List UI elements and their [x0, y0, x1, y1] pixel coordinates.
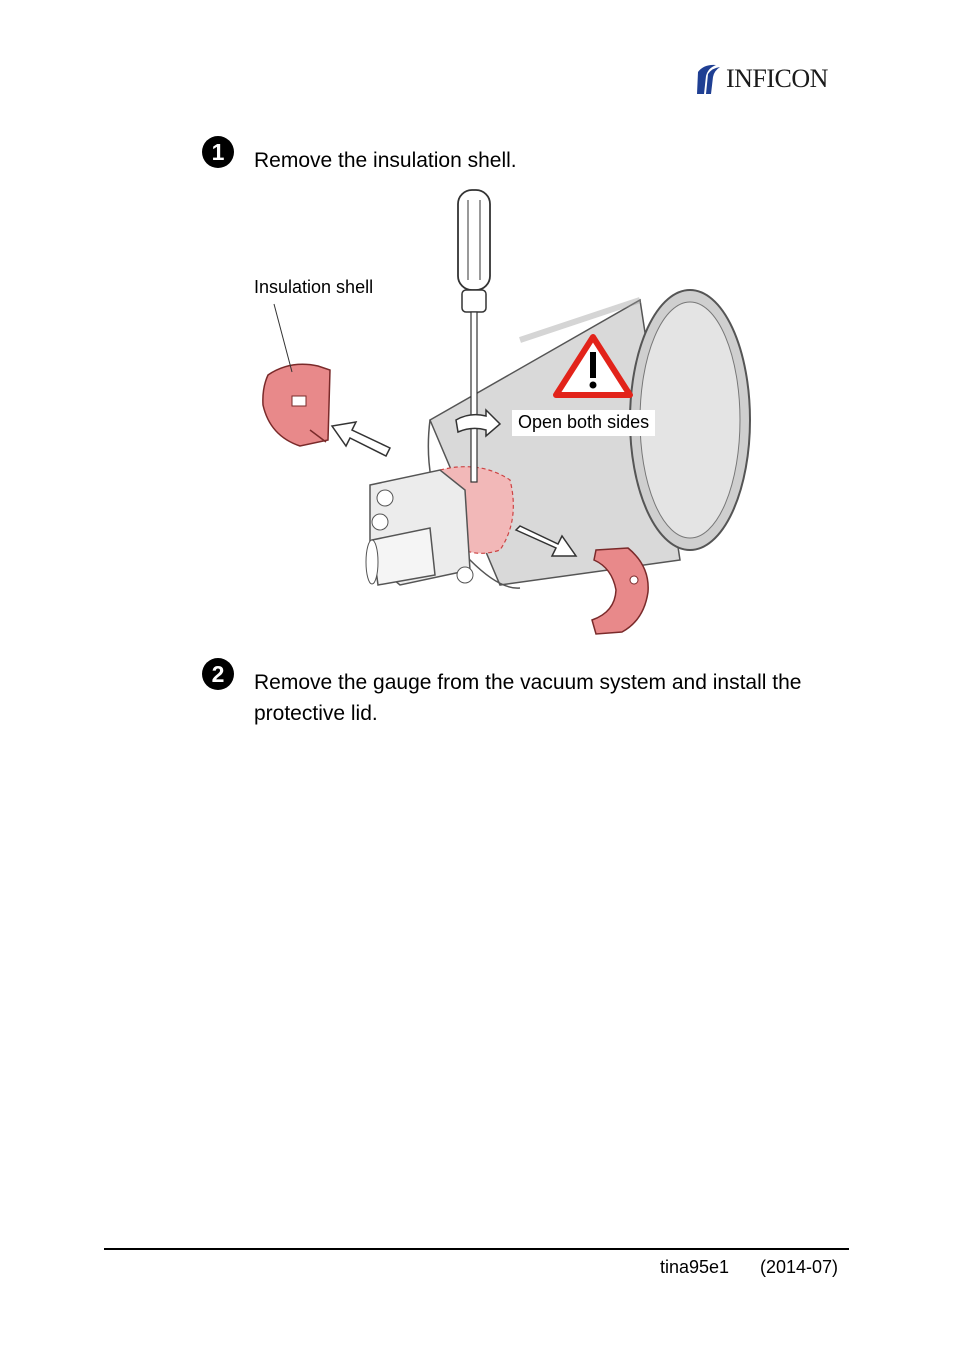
footer-date: (2014-07)	[760, 1257, 839, 1277]
step-number-2: 2	[202, 658, 234, 690]
flange-clamp	[365, 466, 514, 586]
arrow-right-icon	[514, 525, 578, 557]
step-number-1: 1	[202, 136, 234, 168]
arrow-left-icon	[330, 421, 392, 458]
inficon-logo: INFICON	[694, 62, 846, 96]
insulation-shell-right	[591, 547, 649, 635]
footer-rule	[104, 1248, 849, 1250]
turn-arrow-icon	[455, 408, 502, 438]
screwdriver	[457, 189, 491, 483]
insulation-shell-left	[262, 363, 331, 447]
step-text-1: Remove the insulation shell.	[254, 149, 517, 172]
warning-icon	[553, 334, 633, 398]
gauge-illustration	[262, 189, 751, 635]
step-text-2: Remove the gauge from the vacuum system …	[254, 671, 802, 725]
insulation-shell-label: Insulation shell	[254, 277, 374, 297]
logo-wordmark: INFICON	[726, 64, 828, 93]
open-both-sides-label: Open both sides	[512, 410, 656, 436]
inficon-logo-mark-icon	[697, 64, 720, 94]
insulation-shell-leader-line	[273, 303, 293, 373]
footer-doc-id: tina95e1	[660, 1257, 730, 1277]
